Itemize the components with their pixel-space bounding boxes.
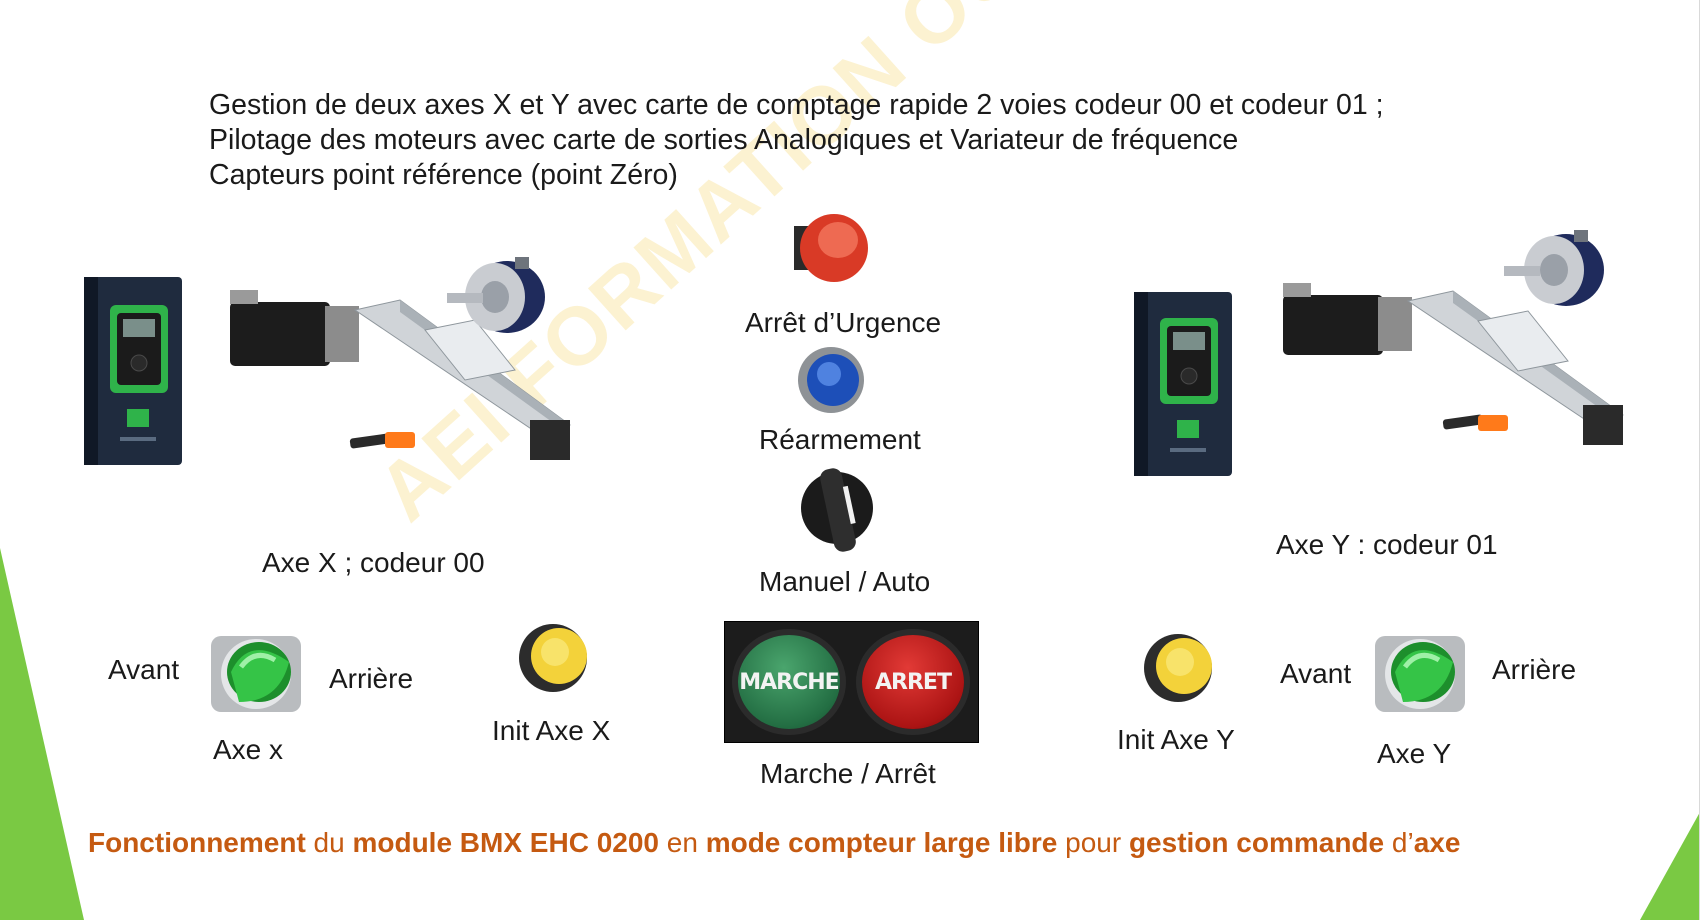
- init-axis-x-button[interactable]: [517, 622, 595, 694]
- reset-label: Réarmement: [759, 424, 921, 455]
- axis-x-selector-left-label: Avant: [108, 654, 180, 685]
- footer-part-7: gestion commande: [1128, 827, 1385, 858]
- stop-button[interactable]: ARRET: [862, 635, 964, 729]
- init-axis-x-label: Init Axe X: [492, 715, 611, 746]
- axis-y-selector-left-label: Avant: [1280, 658, 1352, 689]
- footer-caption: Fonctionnement du module BMX EHC 0200 en…: [88, 827, 1460, 859]
- linear-axis-y: [1283, 283, 1624, 445]
- footer-part-3: module BMX EHC 0200: [352, 827, 659, 858]
- variable-speed-drive-y: [1134, 292, 1232, 476]
- axis-x-caption: Axe X ; codeur 00: [262, 547, 485, 578]
- axis-x-selector-caption: Axe x: [213, 734, 284, 765]
- footer-part-1: Fonctionnement: [88, 827, 306, 858]
- axis-x-selector-switch[interactable]: [209, 632, 309, 717]
- footer-part-8: d’: [1384, 827, 1414, 858]
- reset-button[interactable]: [797, 346, 869, 414]
- axis-y-selector-switch[interactable]: [1373, 632, 1473, 717]
- variable-speed-drive-x: [84, 277, 182, 465]
- footer-part-9: axe: [1413, 827, 1461, 858]
- start-button[interactable]: MARCHE: [738, 635, 840, 729]
- intro-line-2: Pilotage des moteurs avec carte de sorti…: [209, 124, 1239, 156]
- intro-line-3: Capteurs point référence (point Zéro): [209, 159, 678, 191]
- axis-y-selector-caption: Axe Y: [1377, 738, 1452, 769]
- encoder-y: [1504, 230, 1604, 306]
- green-corner-right: [1640, 812, 1700, 920]
- axis-y-selector-right-label: Arrière: [1492, 654, 1577, 685]
- intro-text: Gestion de deux axes X et Y avec carte d…: [209, 88, 1384, 193]
- footer-part-4: en: [659, 827, 706, 858]
- start-stop-panel: MARCHE ARRET: [724, 621, 979, 743]
- manual-auto-selector[interactable]: [799, 466, 877, 554]
- init-axis-y-button[interactable]: [1142, 632, 1220, 704]
- footer-part-6: pour: [1057, 827, 1129, 858]
- manual-auto-label: Manuel / Auto: [759, 566, 931, 597]
- footer-part-2: du: [305, 827, 353, 858]
- axis-x-selector-right-label: Arrière: [329, 663, 414, 694]
- init-axis-y-label: Init Axe Y: [1117, 724, 1235, 755]
- emergency-stop-label: Arrêt d’Urgence: [745, 307, 942, 338]
- start-stop-label: Marche / Arrêt: [760, 758, 936, 789]
- emergency-stop-button[interactable]: [790, 212, 870, 287]
- encoder-x: [447, 257, 545, 333]
- axis-y-caption: Axe Y : codeur 01: [1276, 529, 1498, 560]
- footer-part-5: mode compteur large libre: [705, 827, 1058, 858]
- green-corner-left: [0, 548, 84, 920]
- linear-axis-x: [230, 290, 571, 460]
- intro-line-1: Gestion de deux axes X et Y avec carte d…: [209, 89, 1384, 121]
